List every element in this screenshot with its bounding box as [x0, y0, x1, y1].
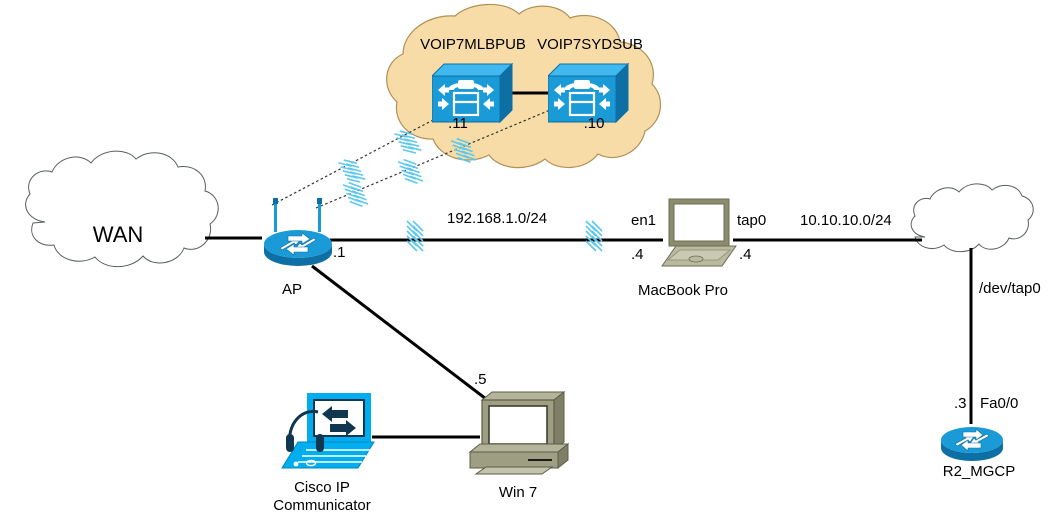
node-voip-pub[interactable]	[432, 62, 514, 124]
ap-antenna-right	[318, 198, 321, 232]
r2-label: R2_MGCP	[942, 463, 1016, 480]
dev-tap0-label: /dev/tap0	[979, 280, 1041, 297]
win7-address-label: .5	[474, 371, 487, 388]
ap-antenna-left	[274, 198, 277, 232]
node-ap[interactable]	[258, 196, 338, 268]
voip-cloud-shape	[386, 3, 662, 169]
node-r2-mgcp[interactable]	[937, 418, 1007, 464]
ip-communicator-label-line1: Cisco IP	[294, 479, 350, 496]
ap-body	[264, 230, 332, 258]
headset-earpiece-right	[316, 434, 324, 452]
router-body	[941, 427, 1003, 453]
transfer-arrows-glyph	[438, 84, 494, 110]
laptop-screen	[673, 203, 725, 242]
wireless-waves-ap-voip-sub	[342, 137, 477, 207]
macbook-tap0-address-label: .4	[739, 246, 752, 263]
server-front-panel	[452, 91, 480, 117]
server-front-panel	[568, 91, 596, 117]
node-voip-sub[interactable]	[548, 62, 630, 124]
right-cloud-shape	[910, 183, 1034, 253]
voip-sub-address-label: .10	[583, 115, 605, 132]
wan-cloud-shape	[25, 150, 219, 268]
r2-address-label: .3	[954, 395, 967, 412]
transfer-arrows-glyph	[554, 84, 610, 110]
wan-cloud-label: WAN	[92, 222, 144, 247]
macbook-tap0-label: tap0	[737, 212, 767, 229]
subnet-wireless-label: 192.168.1.0/24	[447, 210, 548, 227]
win7-label: Win 7	[498, 484, 538, 501]
macbook-en1-address-label: .4	[631, 246, 644, 263]
voip-sub-label: VOIP7SYDSUB	[537, 36, 643, 53]
ap-label: AP	[281, 281, 303, 298]
voip-pub-address-label: .11	[448, 115, 468, 132]
node-macbook[interactable]	[658, 198, 740, 280]
macbook-en1-label: en1	[631, 212, 657, 229]
voip-pub-label: VOIP7MLBPUB	[420, 36, 526, 53]
ap-address-label: .1	[333, 244, 346, 261]
trackpad	[688, 255, 704, 263]
subnet-tap-label: 10.10.10.0/24	[800, 212, 892, 229]
wireless-waves-ap-voip-pub	[338, 130, 422, 183]
ip-communicator-label-line2: Communicator	[273, 497, 371, 514]
node-win7[interactable]	[466, 390, 570, 476]
link-ap-voip-pub	[271, 109, 453, 206]
keyboard	[474, 466, 554, 475]
ipc-transfer-arrows-glyph	[322, 406, 356, 436]
wireless-waves-ap-macbook	[406, 220, 603, 252]
link-ap-voip-sub	[315, 104, 563, 209]
node-ip-communicator[interactable]	[278, 392, 382, 474]
r2-interface-label: Fa0/0	[980, 395, 1019, 412]
monitor-screen	[488, 405, 548, 445]
headset-earpiece-left	[286, 434, 294, 452]
macbook-label: MacBook Pro	[637, 282, 729, 299]
link-ap-win7	[311, 264, 491, 404]
